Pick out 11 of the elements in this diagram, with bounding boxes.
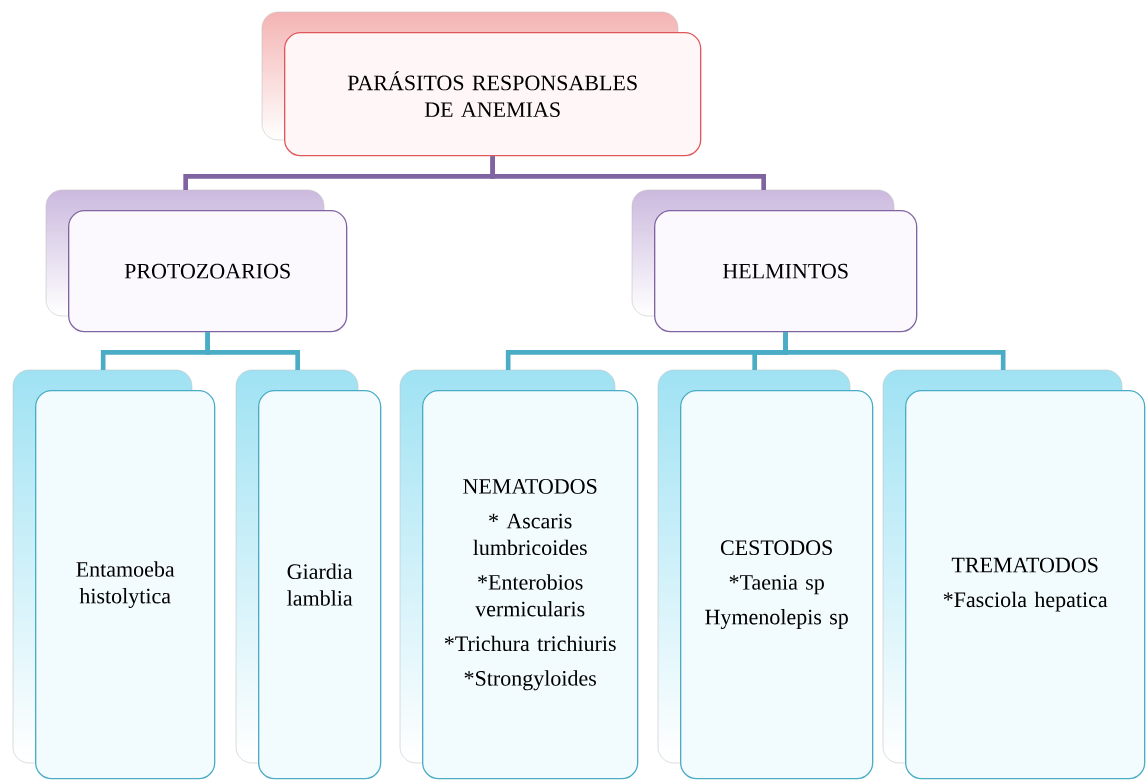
parasite-box: Giardia lamblia [235,369,382,780]
title-box: PARÁSITOS RESPONSABLES DE ANEMIAS [261,11,702,157]
parasite-box: CESTODOS *Taenia sp Hymenolepis sp [657,369,874,780]
connector-line [205,332,300,370]
parasite-box: Entamoeba histolytica [12,369,216,780]
parasite-box: NEMATODOS * Ascaris lumbricoides *Enterobios vermicularis *Trichura trichiuris *Strongyloides [399,369,639,780]
connector-line [490,156,766,190]
category-box: HELMINTOS [631,189,918,333]
category-box: PROTOZOARIOS [45,189,348,333]
connector-line [783,332,1006,370]
parasite-box: TREMATODOS *Fasciola hepatica [882,369,1146,780]
